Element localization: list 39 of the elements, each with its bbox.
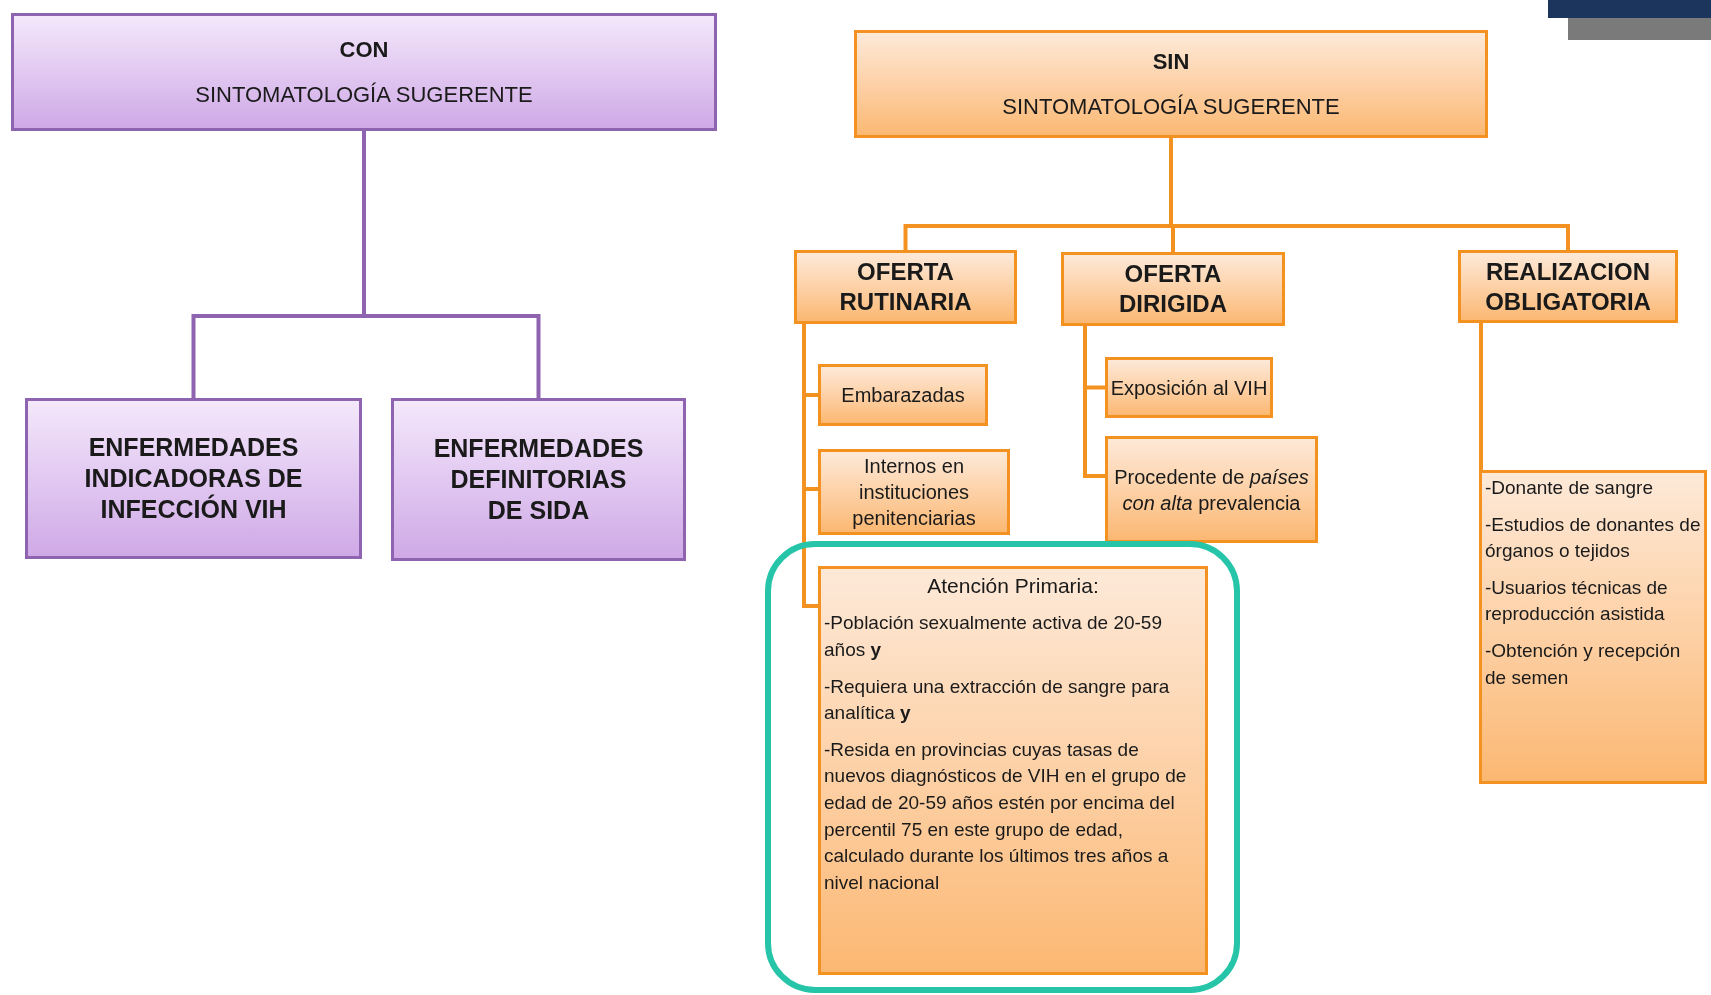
criteria-item: -Estudios de donantes de órganos o tejidos: [1485, 512, 1701, 564]
category-box: [1061, 252, 1285, 326]
category-box: [391, 398, 686, 561]
connector-line: [1083, 326, 1105, 390]
criteria-item: -Requiera una extracción de sangre para analítica y: [824, 674, 1171, 726]
box-label: Embarazadas: [841, 383, 965, 408]
box-label: Internos en instituciones penitenciarias: [851, 454, 977, 531]
category-box: [818, 449, 1010, 535]
box-label: ENFERMEDADES INDICADORAS DE INFECCIÓN VIH: [83, 431, 304, 526]
category-box: [1105, 436, 1318, 543]
category-box: [794, 250, 1017, 324]
category-box: [25, 398, 362, 559]
connector-line: [191, 131, 366, 398]
box-heading: Atención Primaria:: [926, 573, 1100, 599]
box-label: Exposición al VIH: [1110, 375, 1268, 401]
criteria-item: -Obtención y recepción de semen: [1485, 638, 1682, 690]
box-label: SIN: [1152, 48, 1190, 76]
criteria-box: [1479, 470, 1707, 784]
box-label: Procedente de países con alta prevalencia: [1113, 464, 1310, 516]
criteria-item: -Donante de sangre: [1485, 476, 1654, 500]
category-box: [854, 30, 1488, 138]
criteria-item: -Población sexualmente activa de 20-59 años y: [824, 611, 1163, 662]
connector-line: [903, 138, 1173, 250]
connector-line: [1479, 323, 1483, 470]
box-label: SINTOMATOLOGÍA SUGERENTE: [195, 81, 533, 109]
box-label: OFERTA DIRIGIDA: [1118, 259, 1228, 319]
box-label: REALIZACION OBLIGATORIA: [1485, 256, 1651, 317]
box-label: OFERTA RUTINARIA: [838, 257, 973, 317]
box-label: ENFERMEDADES DEFINITORIAS DE SIDA: [433, 432, 644, 527]
category-box: [818, 364, 988, 426]
criteria-box: [818, 566, 1208, 975]
box-label: SINTOMATOLOGÍA SUGERENTE: [1002, 93, 1340, 121]
category-box: [1105, 357, 1273, 418]
box-label: CON: [339, 36, 389, 64]
category-box: [11, 13, 717, 131]
criteria-item: -Usuarios técnicas de reproducción asistida: [1485, 575, 1669, 627]
criteria-item: -Resida en provincias cuyas tasas de nuevos diagnósticos de VIH en el grupo de edad de 20-59 años estén por encima del percentil 75 en este grupo de edad, calculado durante los últimos tres años a nivel nacional: [824, 737, 1188, 895]
connector-line: [802, 324, 818, 397]
category-box: [1458, 250, 1678, 323]
